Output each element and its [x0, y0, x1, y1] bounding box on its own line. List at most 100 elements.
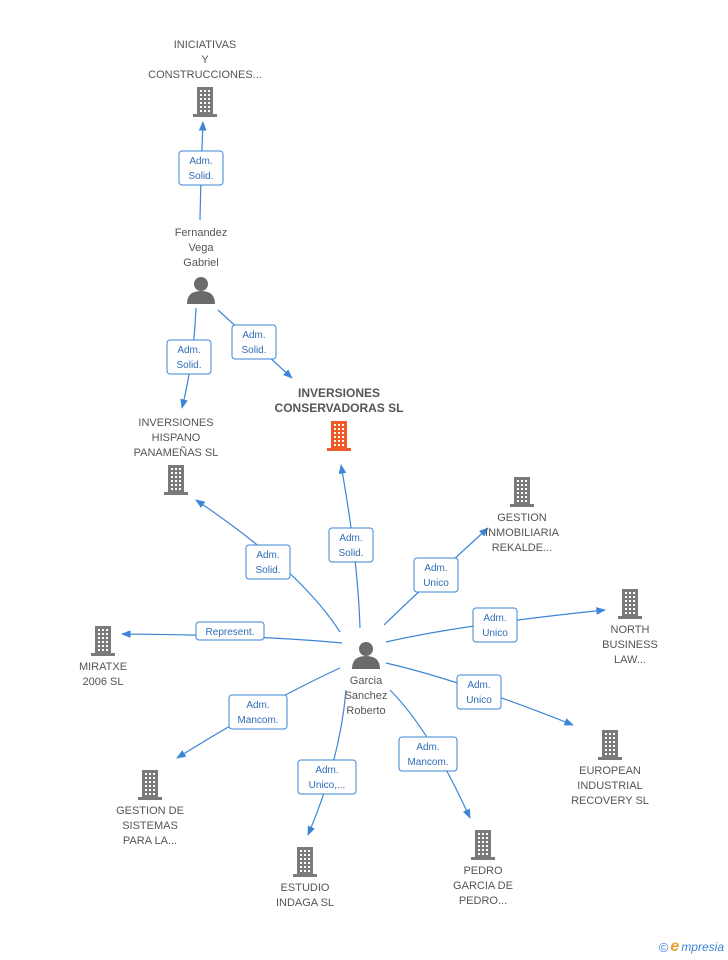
node-label: 2006 SL	[83, 676, 124, 688]
building-icon	[164, 465, 188, 495]
building-icon	[91, 626, 115, 656]
node-label: HISPANO	[152, 432, 201, 444]
relation-badge-text: Solid.	[241, 345, 266, 356]
node-label: RECOVERY SL	[571, 795, 649, 807]
relation-badge-box	[231, 324, 277, 360]
building-icon	[293, 847, 317, 877]
node-label: REKALDE...	[492, 542, 553, 554]
relation-badge-fernandez-to-iniciativas[interactable]: Adm.Solid.	[178, 150, 224, 186]
relation-badge-text: Adm.	[424, 563, 447, 574]
brand-logo-text: mpresia	[681, 940, 724, 954]
relation-badge-garcia-to-miratxe[interactable]: Represent.	[195, 621, 265, 641]
relation-badge-box	[297, 759, 357, 795]
node-north-business[interactable]: NORTH BUSINESS LAW...	[602, 589, 658, 666]
node-label: Fernandez	[175, 227, 228, 239]
node-label: GESTION	[497, 512, 547, 524]
node-label: MIRATXE	[79, 661, 127, 673]
node-label: Y	[201, 54, 209, 66]
building-icon	[598, 730, 622, 760]
nodes-layer: INICIATIVAS Y CONSTRUCCIONES... FernandezVe…	[79, 39, 658, 909]
relation-badge-box	[178, 150, 224, 186]
relation-badge-text: Adm.	[315, 765, 338, 776]
node-label: CONSERVADORAS SL	[275, 401, 404, 415]
node-label: INVERSIONES	[298, 386, 380, 400]
relation-badge-text: Adm.	[246, 700, 269, 711]
relation-badge-text: Represent.	[206, 627, 255, 638]
node-label: INDAGA SL	[276, 897, 334, 909]
node-miratxe[interactable]: MIRATXE 2006 SL	[79, 626, 127, 688]
node-european[interactable]: EUROPEAN INDUSTRIAL RECOVERY SL	[571, 730, 649, 807]
node-label: Roberto	[346, 705, 385, 717]
relation-badge-text: Adm.	[189, 156, 212, 167]
relation-badge-text: Unico	[482, 628, 508, 639]
relation-badge-fernandez-to-inversiones-conservadoras[interactable]: Adm.Solid.	[231, 324, 277, 360]
node-label: BUSINESS	[602, 639, 658, 651]
relation-badge-garcia-to-gestion-inmobiliaria[interactable]: Adm. Unico	[413, 557, 459, 593]
relation-badge-text: Mancom.	[407, 757, 448, 768]
node-label: INICIATIVAS	[174, 39, 237, 51]
node-label: GESTION DE	[116, 805, 184, 817]
relation-badge-fernandez-to-inversiones-hispano[interactable]: Adm. Solid.	[166, 339, 212, 375]
node-gestion-sistemas[interactable]: GESTION DE SISTEMAS PARA LA...	[116, 770, 184, 847]
node-inversiones-hispano[interactable]: INVERSIONES HISPANO PANAMEÑAS SL	[134, 417, 219, 495]
relation-badge-box	[413, 557, 459, 593]
relation-badge-text: Unico,...	[309, 780, 346, 791]
relation-badge-text: Solid.	[176, 360, 201, 371]
relation-badge-text: Mancom.	[237, 715, 278, 726]
relation-badge-text: Adm.	[416, 742, 439, 753]
building-icon	[471, 830, 495, 860]
footer-brand[interactable]: © e mpresia	[659, 938, 724, 956]
node-label: CONSTRUCCIONES...	[148, 69, 262, 81]
relation-badge-garcia-to-gestion-sistemas[interactable]: Adm. Mancom.	[228, 694, 288, 730]
building-icon	[327, 421, 351, 451]
relation-badge-garcia-to-north-business[interactable]: Adm. Unico	[472, 607, 518, 643]
relation-badge-box	[456, 674, 502, 710]
relation-badge-garcia-to-inversiones-hispano[interactable]: Adm. Solid.	[245, 544, 291, 580]
relation-badge-text: Adm.	[467, 680, 490, 691]
node-estudio-indaga[interactable]: ESTUDIO INDAGA SL	[276, 847, 334, 909]
relation-badge-box	[166, 339, 212, 375]
node-label: PEDRO...	[459, 895, 507, 907]
node-label: INVERSIONES	[138, 417, 213, 429]
person-icon	[352, 642, 380, 669]
node-label: EUROPEAN	[579, 765, 641, 777]
relation-badge-text: Adm.	[256, 550, 279, 561]
relation-badge-text: Solid.	[338, 548, 363, 559]
relation-badge-box	[328, 527, 374, 563]
relation-badge-box	[472, 607, 518, 643]
relation-badge-text: Adm.	[177, 345, 200, 356]
node-label: Vega	[188, 242, 214, 254]
node-label: ESTUDIO	[281, 882, 330, 894]
relation-badge-garcia-to-inversiones-conservadoras[interactable]: Adm.Solid.	[328, 527, 374, 563]
badges-layer: Adm. Solid. Adm. Solid. Adm. Solid. Adm. Solid.…	[166, 150, 518, 795]
relation-badge-text: Unico	[423, 578, 449, 589]
relation-badge-garcia-to-pedro-garcia[interactable]: Adm. Mancom.	[398, 736, 458, 772]
relation-badge-box	[398, 736, 458, 772]
node-gestion-inmobiliaria[interactable]: GESTION INMOBILIARIA REKALDE...	[485, 477, 560, 554]
node-label: NORTH	[611, 624, 650, 636]
node-iniciativas[interactable]: INICIATIVAS Y CONSTRUCCIONES...	[148, 39, 262, 117]
node-label: PANAMEÑAS SL	[134, 446, 219, 459]
building-icon	[193, 87, 217, 117]
relation-badge-text: Adm.	[483, 613, 506, 624]
node-label: SISTEMAS	[122, 820, 178, 832]
node-label: Gabriel	[183, 257, 218, 269]
copyright-icon: ©	[658, 939, 669, 955]
node-label: GARCIA DE	[453, 880, 513, 892]
node-label: LAW...	[614, 654, 646, 666]
relation-badge-box	[228, 694, 288, 730]
relation-badge-garcia-to-european[interactable]: Adm.Unico	[456, 674, 502, 710]
person-icon	[187, 277, 215, 304]
node-label: PARA LA...	[123, 835, 177, 847]
node-label: INDUSTRIAL	[577, 780, 642, 792]
relation-badge-garcia-to-estudio-indaga[interactable]: Adm. Unico,...	[297, 759, 357, 795]
building-icon	[138, 770, 162, 800]
node-label: Garcia	[350, 675, 383, 687]
node-label: INMOBILIARIA	[485, 527, 560, 539]
relation-badge-text: Solid.	[255, 565, 280, 576]
